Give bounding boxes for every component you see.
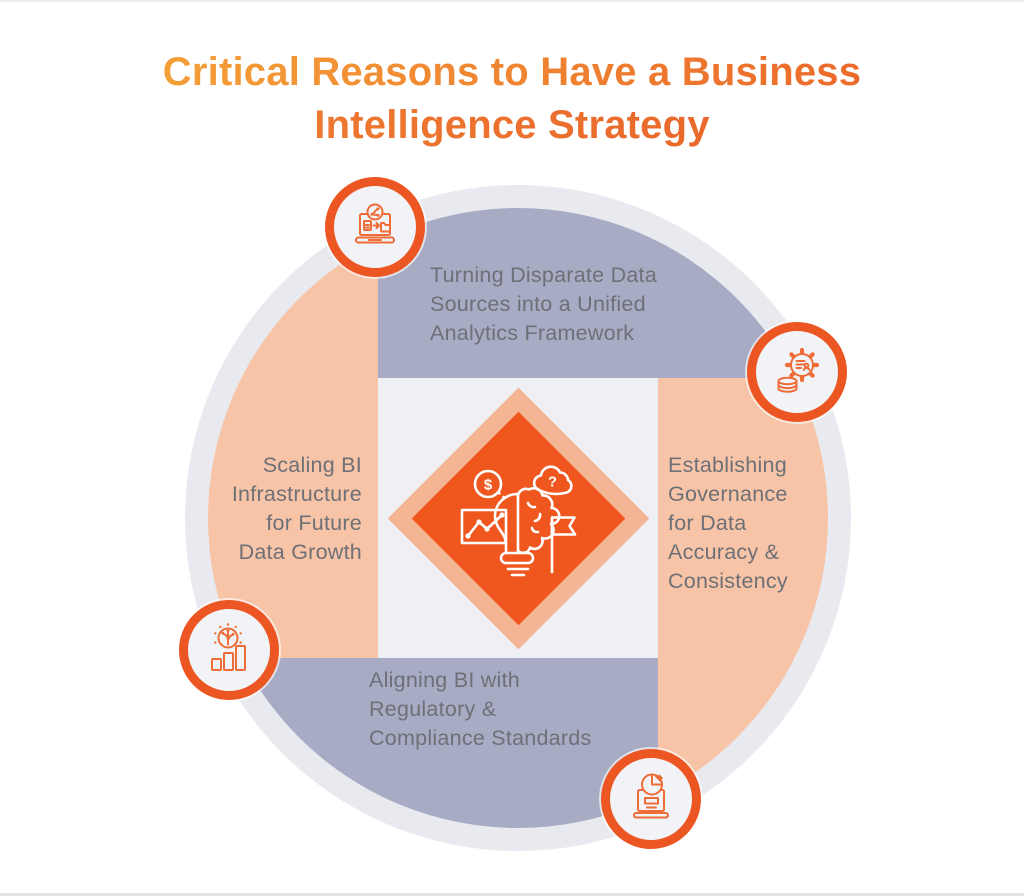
title-line-1: Critical Reasons to Have a Business xyxy=(0,46,1024,99)
label-line: Consistency xyxy=(668,569,788,593)
label-line: for Future xyxy=(266,511,362,535)
badge-data-sources xyxy=(325,177,425,277)
label-line: Governance xyxy=(668,482,788,506)
bi-brain-lightbulb-icon: $ ? xyxy=(452,456,584,588)
label-line: Scaling BI xyxy=(262,453,362,477)
page-title: Critical Reasons to Have a Business Inte… xyxy=(0,46,1024,152)
coin-dollar-glyph: $ xyxy=(484,477,493,494)
diagram-circle xyxy=(208,208,828,828)
segment-left-label: Scaling BI Infrastructure for Future Dat… xyxy=(132,451,362,567)
segment-left-band xyxy=(208,208,378,658)
cloud-question-glyph: ? xyxy=(548,474,557,491)
segment-top-label: Turning Disparate Data Sources into a Un… xyxy=(430,261,657,348)
badge-scaling xyxy=(179,600,279,700)
badge-governance xyxy=(747,322,847,422)
badge-compliance xyxy=(601,749,701,849)
label-line: Sources into a Unified xyxy=(430,292,646,316)
segment-bottom-label: Aligning BI with Regulatory & Compliance… xyxy=(369,666,592,753)
segment-bottom-band xyxy=(208,658,658,828)
label-line: Accuracy & xyxy=(668,540,780,564)
top-border-line xyxy=(0,0,1024,2)
compliance-laptop-pie-icon xyxy=(633,773,669,819)
label-line: for Data xyxy=(668,511,747,535)
label-line: Regulatory & xyxy=(369,697,497,721)
growth-bars-idea-icon xyxy=(211,623,246,671)
label-line: Establishing xyxy=(668,453,787,477)
label-line: Infrastructure xyxy=(231,482,362,506)
bottom-border-line xyxy=(0,893,1024,896)
title-line-2: Intelligence Strategy xyxy=(0,99,1024,152)
data-transfer-laptop-icon xyxy=(355,203,395,244)
label-line: Analytics Framework xyxy=(430,321,635,345)
label-line: Turning Disparate Data xyxy=(430,263,657,287)
segment-right-label: Establishing Governance for Data Accurac… xyxy=(668,451,788,596)
label-line: Aligning BI with xyxy=(369,668,520,692)
governance-gear-coins-icon xyxy=(777,347,820,393)
label-line: Data Growth xyxy=(238,540,362,564)
segment-right-band xyxy=(658,378,828,828)
label-line: Compliance Standards xyxy=(369,726,592,750)
